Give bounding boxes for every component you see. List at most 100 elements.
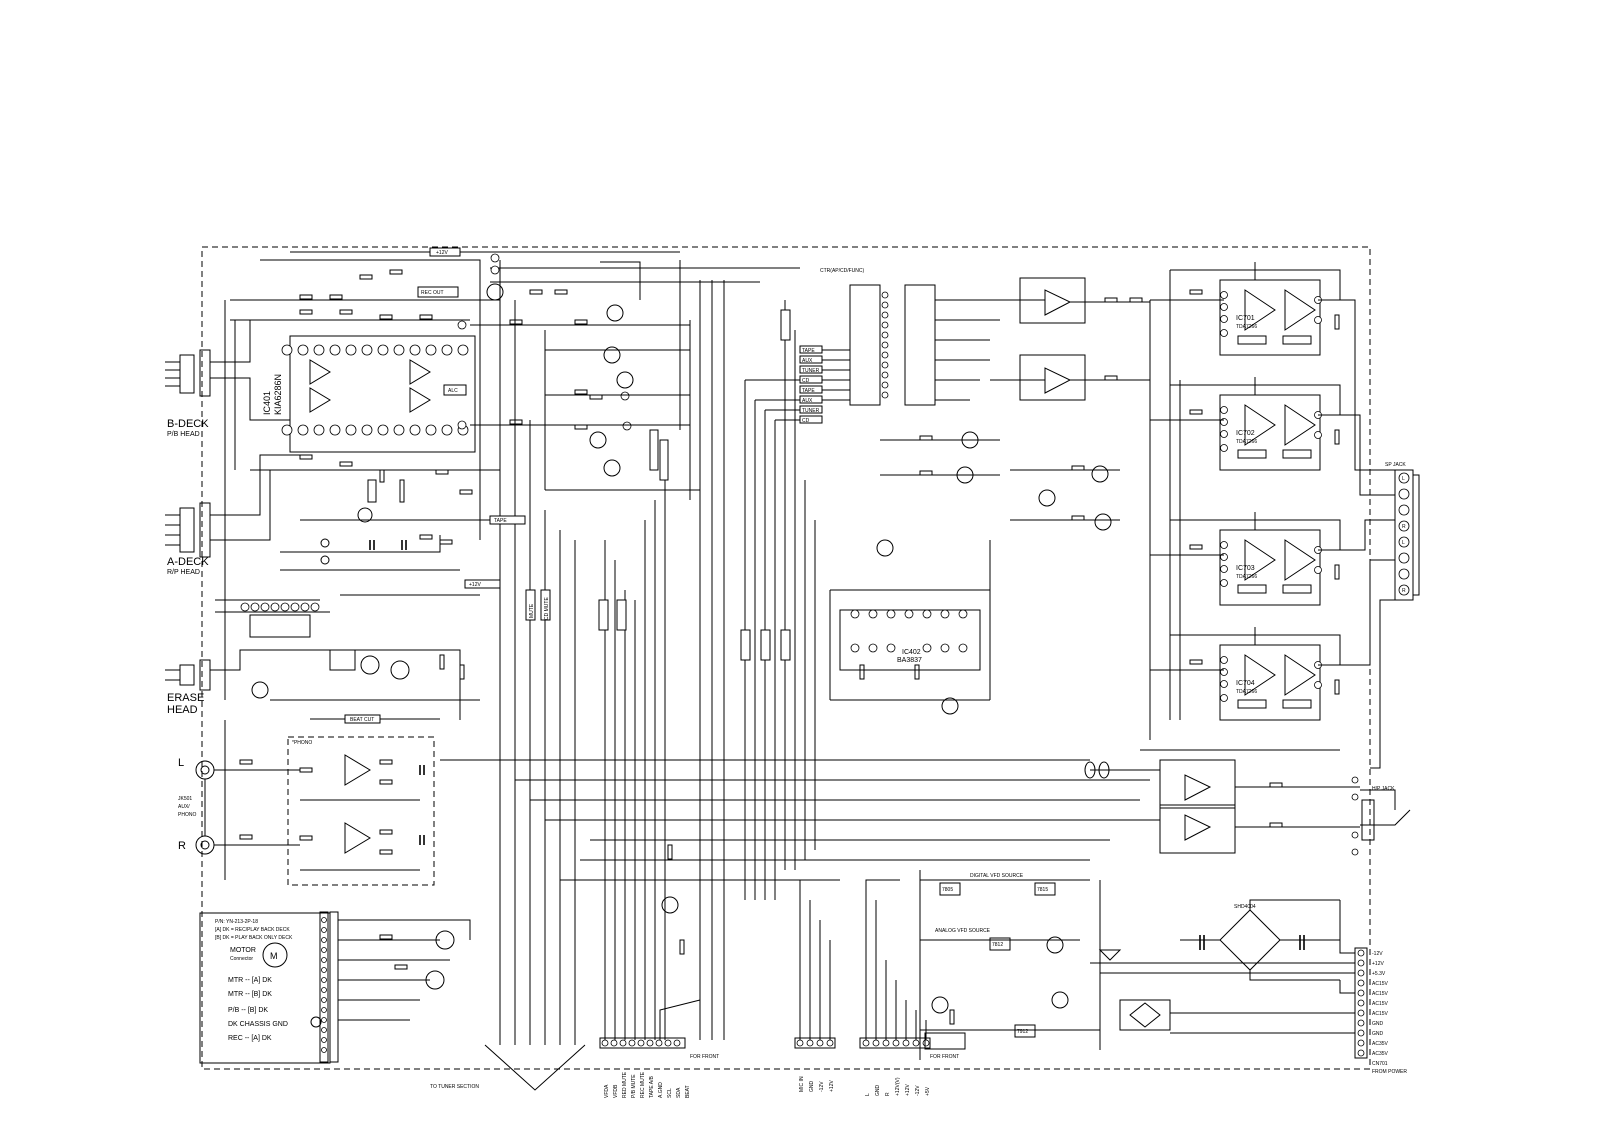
conn-label-pb-b: P/B -- [B] DK (228, 1007, 268, 1014)
sel-in-8: CD (802, 418, 810, 424)
pwr-pin-9: GND (1372, 1031, 1384, 1037)
erase-head: ERASE HEAD (165, 659, 211, 716)
ic401-block: IC401 KIA6286N ALC REC OUT (262, 286, 476, 453)
sel-in-7: TUNER (802, 408, 820, 414)
board-outline (201, 246, 1371, 1070)
bot-pin-1: VFDA (604, 1084, 610, 1098)
pwr-pin-6: AC15V (1372, 1001, 1389, 1007)
conn-label-mtr-b: MTR -- [B] DK (228, 991, 272, 998)
bot-pin-3: RED MUTE (622, 1071, 628, 1098)
a-deck-head-label: R/P HEAD (167, 569, 200, 576)
ic702-label: IC702 (1236, 430, 1255, 437)
ic703-part: TDA7266 (1236, 574, 1257, 580)
mic-pin-4: +12V (829, 1080, 835, 1092)
ic401-bottom-pins (281, 424, 469, 436)
sel-in-5: TAPE (802, 388, 815, 394)
rec-out-label: REC OUT (421, 290, 444, 296)
phono-jack-label: PHONO (178, 812, 196, 818)
sp-jack-label: SP JACK (1385, 462, 1406, 468)
a-deck-label: A-DECK (167, 556, 209, 568)
ic701-label: IC701 (1236, 315, 1255, 322)
svg-text:L: L (1402, 476, 1405, 482)
bridge-label: SHD4004 (1234, 904, 1256, 910)
b-deck-label: B-DECK (167, 418, 209, 430)
ic401-label: IC401 (262, 391, 272, 415)
note-part-number: P/N: YN-213-2P-18 (215, 919, 258, 925)
power-amp-ic703: IC703 TDA7266 (1219, 529, 1322, 606)
ic401-part: KIA6286N (273, 374, 283, 415)
ic401-top-pins (281, 344, 469, 356)
power-from-label: FROM POWER (1372, 1069, 1407, 1075)
alc-label: ALC (448, 388, 458, 394)
motor-label: MOTOR (230, 947, 256, 954)
sel-in-4: CD (802, 378, 810, 384)
svg-text:R: R (1402, 588, 1406, 594)
bridge-rectifier: SHD4004 (1119, 899, 1340, 1031)
motor-symbol (262, 942, 288, 968)
opamp-a (309, 359, 331, 385)
mic-pin-3: -12V (819, 1081, 825, 1092)
pwr-pin-1: -12V (1372, 951, 1383, 957)
top-12v-label: +12V (436, 250, 448, 256)
power-conn-label: CN701 (1372, 1061, 1388, 1067)
speaker-jack: SP JACK L R L R (1370, 462, 1420, 769)
front-pin-2: GND (875, 1085, 881, 1097)
tape-label: TAPE (494, 518, 507, 524)
hp-jack-label: H/P JACK (1372, 786, 1395, 792)
ic702-part: TDA7266 (1236, 439, 1257, 445)
tone-opamps (990, 277, 1150, 401)
aux-right-label: R (178, 840, 186, 852)
aux-jack-label: AUX/ (178, 804, 190, 810)
ic401-components (299, 269, 473, 565)
ic402-part: BA3837 (897, 657, 922, 664)
bottom-connector-front: L GND R +12V(V) +12V -12V +5V FOR FRONT (859, 1032, 966, 1097)
bus-labels: MUTE CD MUTE (525, 309, 791, 661)
b-deck-head: B-DECK P/B HEAD (165, 349, 211, 438)
motor-sub-label: Connector (230, 956, 253, 962)
power-conn-pins (1357, 949, 1365, 1057)
aux-left-label: L (178, 757, 184, 769)
aux-jack-id: JK501 (178, 796, 192, 802)
bias-oscillator (251, 649, 480, 720)
phono-label: *PHONO (292, 740, 312, 746)
selector-input-boxes: TAPE AUX TUNER CD TAPE AUX TUNER CD (799, 345, 823, 424)
mic-pin-1: MIC IN (799, 1076, 805, 1092)
regulators: 7805 7815 7812 7912 DIGITAL VFD SOURCE A… (919, 870, 1122, 1060)
beat-cut: BEAT CUT (310, 714, 440, 724)
selector-pins (881, 291, 889, 399)
conn-label-chassis: DK CHASSIS GND (228, 1021, 288, 1028)
pwr-pin-7: AC15V (1372, 1011, 1389, 1017)
conn-label-mtr-a: MTR -- [A] DK (228, 977, 272, 984)
preamp-transistors (457, 260, 700, 500)
motor-conn-pins (321, 917, 327, 1053)
bottom-connector-main: VFDA VFDB RED MUTE P/B MUTE REC MUTE TAP… (599, 1037, 719, 1098)
input-selector: CTR(AP/CD/FUNC) TAPE AUX TUNER CD TAPE A… (745, 268, 1000, 424)
rec-out-box (417, 286, 459, 298)
analog-vfd-label: ANALOG VFD SOURCE (935, 928, 991, 934)
front-pin-1: L (865, 1093, 871, 1096)
phono-preamp: *PHONO (287, 736, 435, 886)
bot-pin-5: REC MUTE (640, 1071, 646, 1098)
beat-cut-label: BEAT CUT (350, 717, 374, 723)
pwr-pin-10: AC35V (1372, 1041, 1389, 1047)
alc-box (443, 384, 467, 396)
ic402-label: IC402 (902, 649, 921, 656)
bot-pin-6: TAPE A/B (649, 1075, 655, 1098)
middle-transistors (876, 431, 1120, 715)
bot-pin-8: SCL (667, 1088, 673, 1098)
front-pin-6: -12V (915, 1085, 921, 1096)
sel-in-6: AUX (802, 398, 813, 404)
front-pin-4: +12V(V) (895, 1077, 901, 1096)
ic701-part: TDA7266 (1236, 324, 1257, 330)
reg-7815: 7815 (1037, 887, 1048, 893)
b-deck-head-label: P/B HEAD (167, 431, 200, 438)
svg-text:R: R (1402, 524, 1406, 530)
reg-7805: 7805 (942, 887, 953, 893)
headphone-section: H/P JACK (1084, 749, 1411, 856)
bot-pin-7: A.GND (658, 1082, 664, 1098)
pwr-pin-2: +12V (1372, 961, 1384, 967)
left-wiring (210, 259, 500, 700)
for-front-label-1: FOR FRONT (690, 1054, 719, 1060)
power-connector: -12V +12V +5.3V AC15V AC15V AC15V AC15V … (1090, 900, 1407, 1075)
for-front-label-2: FOR FRONT (930, 1054, 959, 1060)
